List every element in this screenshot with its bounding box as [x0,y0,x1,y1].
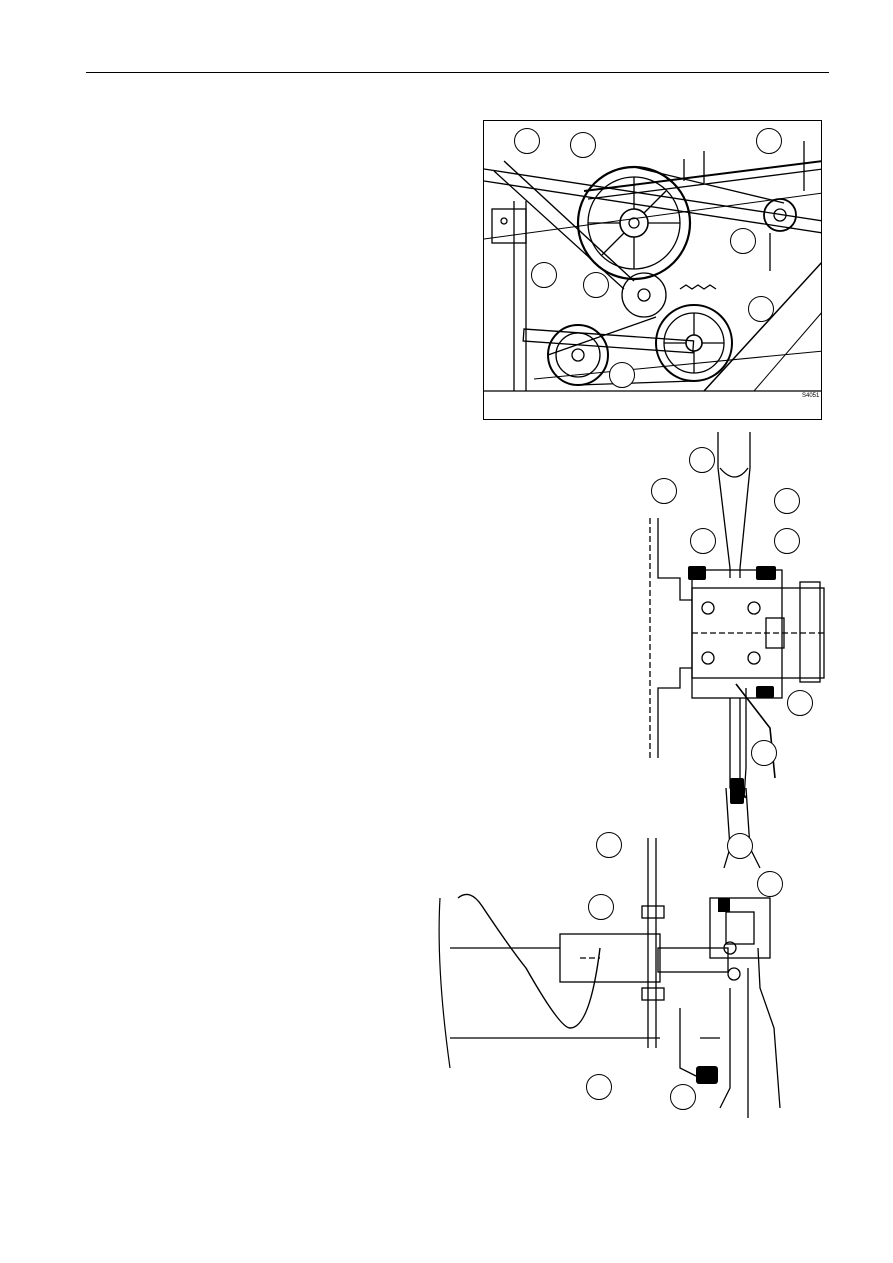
pulley-shaft-cross-section-drawing [438,432,825,1118]
callout-top-5 [531,262,557,288]
callout-top-7 [748,296,774,322]
callout-section-11 [588,894,614,920]
callout-section-6 [787,690,813,716]
callout-top-2 [570,132,596,158]
callout-section-1 [689,447,715,473]
figure-code: S4051 [802,393,820,399]
callout-top-8 [609,362,635,388]
callout-section-10 [757,871,783,897]
callout-section-9 [727,833,753,859]
pulley-section-figure [430,428,830,1118]
callout-top-3 [756,128,782,154]
callout-section-3 [774,488,800,514]
callout-section-13 [670,1084,696,1110]
callout-section-4 [690,528,716,554]
callout-top-4 [730,228,756,254]
callout-section-2 [651,478,677,504]
header-rule [86,72,829,73]
callout-section-12 [586,1074,612,1100]
callout-top-6 [583,272,609,298]
belt-drive-pulleys-drawing: S4051 [484,141,821,399]
callout-section-7 [751,740,777,766]
callout-top-1 [514,128,540,154]
callout-section-5 [774,528,800,554]
callout-section-8 [596,832,622,858]
